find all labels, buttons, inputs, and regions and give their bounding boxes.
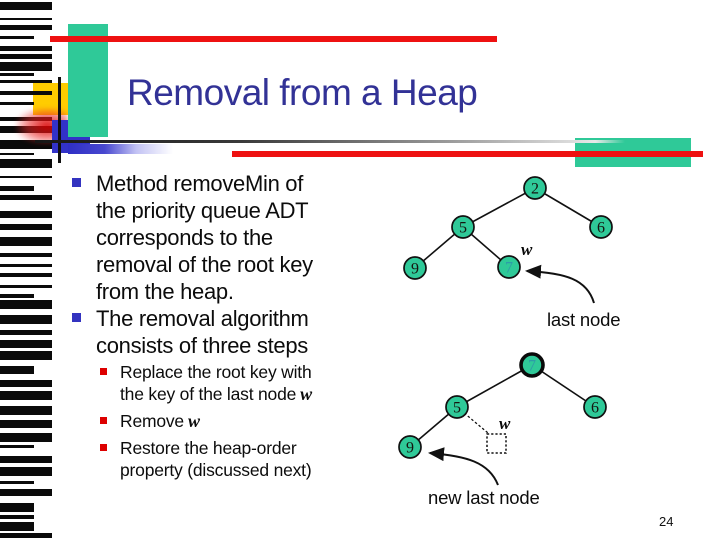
vertical-line-decoration (58, 77, 61, 163)
heap-node-right: 6 (583, 395, 607, 419)
sub-bullet-item: Restore the heap-order property (discuss… (98, 437, 315, 481)
tree-edges (409, 364, 596, 448)
node-circle (403, 256, 427, 280)
horizontal-rule (35, 140, 625, 143)
heap-node-left: 5 (445, 395, 469, 419)
red-line-top (50, 36, 497, 42)
red-line-under-title (232, 151, 703, 157)
w-label: w (521, 240, 533, 259)
node-circle (398, 435, 422, 459)
edge-root-left (456, 364, 533, 408)
removed-node-ghost-square (486, 433, 507, 454)
teal-bar-decoration (68, 24, 108, 137)
sub-bullet-text-span: Remove (120, 411, 184, 431)
node-key: 5 (459, 220, 467, 237)
heap-node-last: 7 (497, 255, 521, 279)
blue-streak-decoration (68, 144, 173, 154)
red-bullet-square-icon (100, 368, 107, 375)
node-circle (451, 215, 475, 239)
math-var-w: w (300, 384, 312, 404)
node-circle (589, 215, 613, 239)
sub-bullet-text-span: Restore the heap-order property (discuss… (120, 438, 312, 480)
heap-node-root-moved: 7 (519, 352, 545, 378)
bullet-item: The removal algorithm consists of three … (70, 305, 313, 359)
red-bullet-square-icon (100, 417, 107, 424)
node-key: 5 (453, 400, 461, 417)
node-key: 7 (528, 358, 536, 375)
heap-node-leftleft: 9 (403, 256, 427, 280)
caption-last-node: last node (547, 309, 621, 330)
bullet-text: The removal algorithm consists of three … (96, 306, 309, 358)
heap-node-right: 6 (589, 215, 613, 239)
red-bullet-square-icon (100, 444, 107, 451)
node-key: 9 (406, 440, 414, 457)
caption-new-last-node: new last node (428, 487, 540, 508)
node-circle-bold (519, 352, 545, 378)
blue-bullet-square-icon (72, 313, 81, 322)
w-label: w (499, 414, 511, 433)
bullet-text: Method removeMin of the priority queue A… (96, 171, 313, 304)
last-node-arrow (525, 264, 595, 304)
new-last-node-arrow (428, 447, 499, 486)
heap-node-root: 2 (523, 176, 547, 200)
heap-node-left: 5 (451, 215, 475, 239)
edge-root-left (462, 187, 536, 228)
node-circle (445, 395, 469, 419)
blue-bullet-square-icon (72, 178, 81, 187)
node-circle (497, 255, 521, 279)
barcode-decoration (0, 0, 52, 540)
bullet-list-sub: Replace the root key with the key of the… (98, 361, 315, 486)
node-key: 7 (505, 260, 513, 277)
sub-bullet-text: Restore the heap-order property (discuss… (120, 437, 315, 481)
node-circle (583, 395, 607, 419)
sub-bullet-item: Replace the root key with the key of the… (98, 361, 315, 405)
sub-bullet-text-span: Replace the root key with the key of the… (120, 362, 312, 404)
edge-root-right (534, 187, 602, 228)
node-key: 6 (597, 220, 605, 237)
heap-diagram-after: 7 5 6 9 w (398, 352, 607, 486)
slide-title: Removal from a Heap (127, 72, 478, 113)
node-key: 9 (411, 261, 419, 278)
sub-bullet-text: Replace the root key with the key of the… (120, 361, 312, 405)
heap-node-leftleft: 9 (398, 435, 422, 459)
bullet-item: Method removeMin of the priority queue A… (70, 170, 313, 305)
bullet-list-main: Method removeMin of the priority queue A… (70, 170, 313, 359)
node-key: 6 (591, 400, 599, 417)
node-key: 2 (531, 181, 539, 198)
page-number: 24 (659, 514, 674, 529)
heap-diagram-before: 2 5 6 9 7 w (403, 176, 613, 304)
math-var-w: w (187, 411, 200, 431)
node-circle (523, 176, 547, 200)
